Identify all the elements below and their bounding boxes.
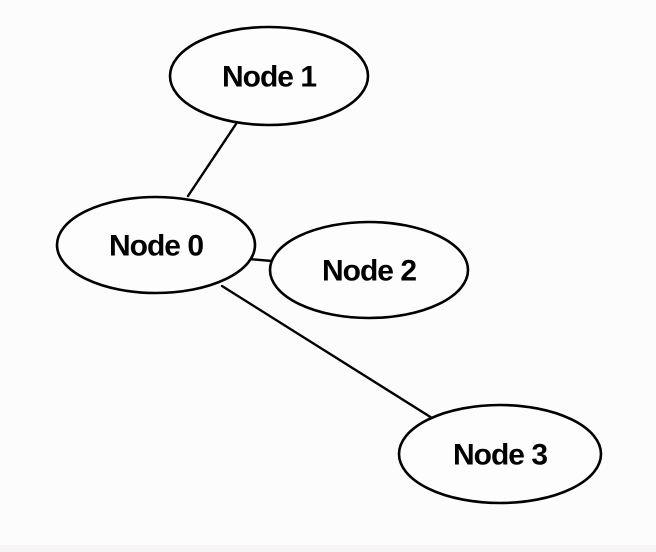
node2-label: Node 2 (322, 255, 416, 288)
node1-ellipse (168, 25, 370, 127)
node3-label: Node 3 (453, 439, 547, 472)
node0-label: Node 0 (109, 230, 203, 263)
graph-node-node1: Node 1 (168, 25, 370, 127)
node3-ellipse (397, 403, 603, 505)
node1-label: Node 1 (222, 61, 316, 94)
edge-node0-node2 (247, 257, 274, 263)
graph-node-node0: Node 0 (55, 195, 257, 295)
node0-ellipse (55, 195, 257, 295)
edge-node0-node3 (220, 284, 434, 420)
edge-node1-node0 (186, 122, 238, 198)
graph-node-node2: Node 2 (268, 220, 470, 320)
node2-ellipse (268, 220, 470, 320)
graph-node-node3: Node 3 (397, 403, 603, 505)
